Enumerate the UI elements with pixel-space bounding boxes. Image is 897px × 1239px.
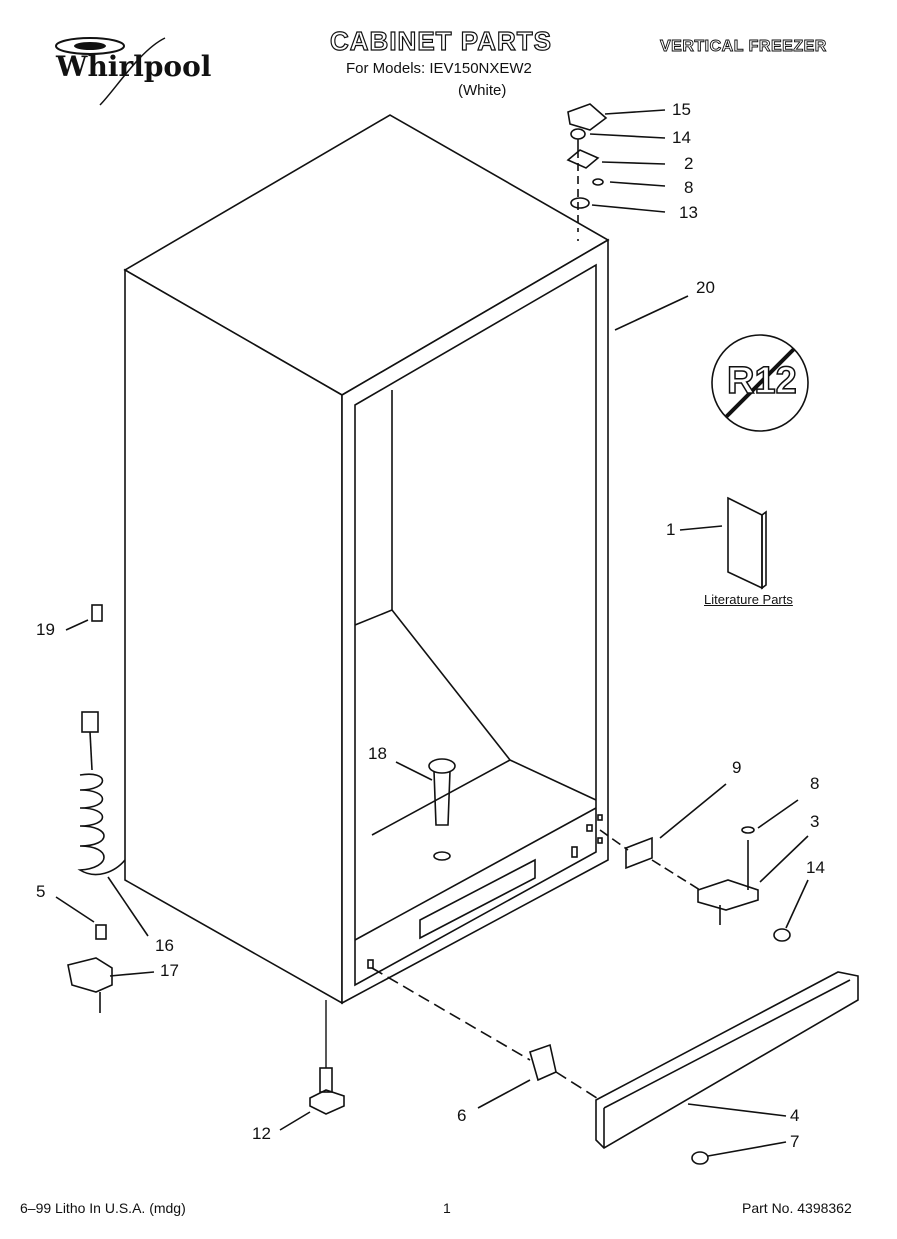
hinge-screw-top: [570, 128, 586, 150]
callout-20: 20: [696, 278, 715, 297]
callout-6: 6: [457, 1106, 467, 1125]
callout-15: 15: [672, 100, 691, 119]
no-r12-text: R12: [726, 359, 797, 403]
screw-14: [773, 928, 791, 942]
drain-tube: [428, 758, 456, 861]
toe-grille: [595, 971, 859, 1150]
footer-part-number: Part No. 4398362: [742, 1200, 852, 1216]
screw-5: [95, 924, 107, 940]
hinge-top: [566, 149, 600, 169]
callout-8-top: 8: [684, 178, 694, 197]
footer-page-number: 1: [443, 1200, 451, 1216]
callout-4: 4: [790, 1106, 800, 1125]
callout-16: 16: [155, 936, 174, 955]
screw-7: [691, 1151, 709, 1165]
callout-17: 17: [160, 961, 179, 980]
washer-top: [592, 178, 604, 186]
callout-5: 5: [36, 882, 46, 901]
callout-19: 19: [36, 620, 55, 639]
clip-19: [91, 604, 103, 622]
hinge-cover: [567, 103, 608, 131]
power-cord: [77, 711, 126, 876]
callout-2: 2: [684, 154, 694, 173]
grille-slot: [419, 858, 536, 940]
callout-14-top: 14: [672, 128, 691, 147]
color-line: (White): [458, 82, 507, 99]
logo-swoosh-icon: [55, 37, 166, 106]
brand-name: Whirlpool: [56, 50, 212, 83]
callout-8-bottom: 8: [810, 774, 820, 793]
washer-8: [741, 826, 755, 834]
bracket-6: [529, 1043, 557, 1082]
callout-9: 9: [732, 758, 742, 777]
footer-litho: 6–99 Litho In U.S.A. (mdg): [20, 1200, 186, 1216]
no-r12-symbol: [711, 334, 809, 432]
whirlpool-logo: Whirlpool: [40, 30, 211, 110]
callout-3: 3: [810, 812, 820, 831]
leveling-leg: [309, 1067, 345, 1115]
callout-7: 7: [790, 1132, 800, 1151]
bottom-hinge: [697, 840, 759, 925]
cord-clamp: [67, 957, 113, 1013]
hinge-shim: [570, 197, 590, 209]
literature-parts-label: Literature Parts: [704, 592, 793, 607]
cabinet-front: [341, 238, 609, 1005]
callout-1: 1: [666, 520, 676, 539]
callout-13: 13: [679, 203, 698, 222]
callout-14-bottom: 14: [806, 858, 825, 877]
page-title: CABINET PARTS: [329, 25, 552, 56]
model-line: For Models: IEV150NXEW2: [346, 60, 532, 77]
callout-12: 12: [252, 1124, 271, 1143]
literature-booklet: [727, 496, 767, 590]
callout-18: 18: [368, 744, 387, 763]
product-type: VERTICAL FREEZER: [660, 38, 827, 56]
cabinet-opening: [354, 263, 597, 987]
cabinet-side: [124, 268, 343, 1005]
hinge-shim-9: [625, 836, 653, 870]
